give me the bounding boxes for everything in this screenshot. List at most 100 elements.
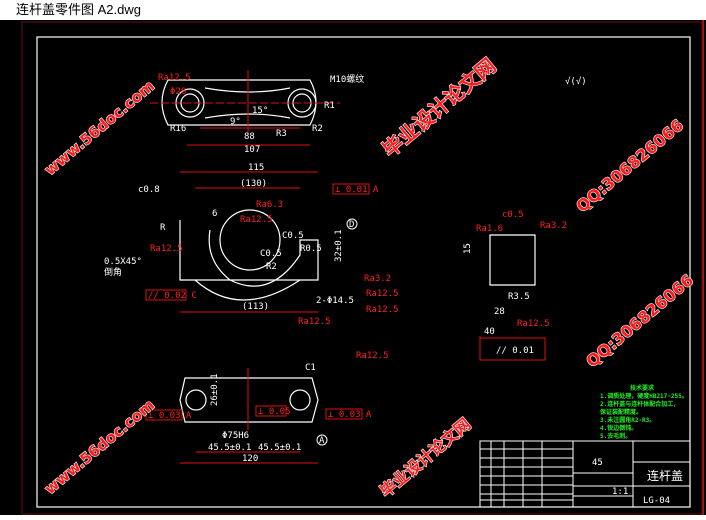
dim-text: 107 — [244, 145, 260, 155]
drawing-text: 3.未注圆角R2-R3。 — [600, 416, 655, 424]
roughness-text: Ra3.2 — [540, 221, 567, 231]
datum-circle — [316, 434, 328, 446]
drawing-line — [219, 209, 281, 271]
dim-text: 9° — [230, 117, 241, 127]
tolerance-frame: ⊥ 0.05 — [258, 407, 291, 417]
dim-text: 6 — [212, 209, 217, 219]
dim-text: 15 — [463, 243, 473, 254]
drawing-line — [145, 409, 183, 421]
dim-text: R3.5 — [508, 292, 530, 302]
top-view: Φ28 R16 R2 R1 15° 9° 88 107 R3 Ra12.5 M1… — [150, 70, 364, 155]
dim-text: (113) — [242, 302, 269, 312]
dim-text: 115 — [248, 163, 264, 173]
drawing-text: 1.调质处理，硬度HB217-255。 — [600, 392, 688, 400]
drawing-line — [161, 79, 317, 126]
bottom-view: 45.5±0.1 45.5±0.1 120 Φ75H6 C1 26±0.1 A … — [145, 351, 389, 464]
drawing-text: 5.去毛刺。 — [600, 432, 631, 440]
surface-finish-symbol: √(√) — [565, 76, 587, 87]
dim-text: c0.5 — [502, 210, 524, 220]
dim-text: R2 — [312, 124, 323, 134]
sheet-border — [21, 21, 703, 515]
dim-text: Φ28 — [170, 87, 186, 97]
note-text: 倒角 — [104, 266, 122, 278]
drawing-line — [479, 337, 546, 361]
dim-text: 45.5±0.1 — [208, 443, 251, 453]
dim-text: 120 — [242, 454, 258, 464]
scale-text: 1:1 — [612, 487, 628, 497]
drawing-line — [325, 408, 363, 420]
dim-text: 40 — [484, 327, 495, 337]
dim-text: R16 — [170, 124, 186, 134]
tolerance-frame: ⊥ 0.03 A — [328, 410, 372, 420]
dim-text: c0.8 — [138, 185, 160, 195]
drawing-number-text: LG-04 — [643, 496, 670, 506]
dim-text: C0.5 — [282, 231, 304, 241]
watermark-text: QQ:306826066 — [572, 116, 687, 217]
title-block — [479, 440, 691, 508]
dim-text: 45.5±0.1 — [258, 443, 301, 453]
roughness-text: Ra6.3 — [256, 200, 283, 210]
drawing-line — [179, 220, 319, 287]
watermark-text: www.56doc.com — [41, 396, 158, 498]
window-title: 连杆盖零件图 A2.dwg — [16, 2, 141, 17]
drawing-text: 保证装配精度。 — [599, 408, 642, 416]
tolerance-frame: ⊥ 0.01 A — [335, 185, 379, 195]
roughness-text: Ra12.5 — [356, 351, 389, 361]
note-text: M10螺纹 — [330, 73, 364, 85]
dim-text: R3 — [276, 129, 287, 139]
side-view: 15 28 40 R3.5 c0.5 Ra1.6 Ra12.5 Ra3.2 //… — [463, 210, 567, 361]
watermark-text: www.56doc.com — [41, 77, 158, 179]
dim-text: (130) — [240, 179, 267, 189]
watermark-text: QQ:306826066 — [582, 271, 697, 372]
roughness-text: Ra12.5 — [298, 317, 331, 327]
drawing-line — [185, 389, 207, 411]
datum-circle — [346, 218, 358, 230]
dim-text: 0.5X45° — [104, 257, 142, 267]
cad-drawing-canvas[interactable]: Φ28 R16 R2 R1 15° 9° 88 107 R3 Ra12.5 M1… — [0, 20, 706, 515]
drawing-line — [289, 389, 311, 411]
drawing-line — [204, 87, 291, 119]
tech-notes: 技术要求 1.调质处理，硬度HB217-255。 2.连杆盖与连杆体配合加工， … — [599, 384, 688, 440]
dim-text: C1 — [305, 363, 316, 373]
tolerance-frame: // 0.01 — [496, 346, 534, 356]
dim-text: 26±0.1 — [210, 373, 220, 406]
drawing-line — [194, 279, 301, 301]
drawing-line — [255, 405, 287, 417]
dim-text: R1 — [324, 101, 335, 111]
datum-label: A — [319, 436, 325, 446]
drawing-text: 技术要求 — [630, 384, 655, 392]
window-title-bar: 连杆盖零件图 A2.dwg — [0, 0, 706, 20]
dim-text: 15° — [252, 106, 268, 116]
drawing-line — [145, 289, 187, 301]
dim-text: 28 — [494, 307, 505, 317]
material-text: 45 — [592, 458, 603, 468]
cad-drawing[interactable]: Φ28 R16 R2 R1 15° 9° 88 107 R3 Ra12.5 M1… — [0, 20, 706, 515]
dim-text: 88 — [244, 132, 255, 142]
roughness-text: Ra12.5 — [150, 244, 183, 254]
datum-label: D — [349, 220, 354, 230]
watermark-text: 毕业设计论文网 — [378, 53, 501, 161]
dim-text: 2-Φ14.5 — [316, 296, 354, 306]
roughness-text: Ra12.5 — [366, 305, 399, 315]
roughness-text: Ra12.5 — [240, 215, 273, 225]
drawing-text: 4.锐边倒钝。 — [600, 424, 637, 432]
dim-text: R — [160, 223, 166, 233]
drawing-line — [489, 234, 536, 286]
dim-text: Φ75H6 — [222, 431, 249, 441]
drawing-frame — [36, 36, 691, 508]
dim-text: 32±0.1 — [334, 229, 344, 262]
roughness-text: Ra3.2 — [364, 274, 391, 284]
roughness-text: Ra12.5 — [366, 289, 399, 299]
dim-text: R2 — [266, 262, 277, 272]
part-name-text: 连杆盖 — [647, 468, 683, 483]
drawing-text: 2.连杆盖与连杆体配合加工， — [600, 400, 679, 408]
dim-text: R0.5 — [300, 244, 322, 254]
drawing-line — [479, 440, 691, 508]
dim-text: C0.5 — [260, 249, 282, 259]
tolerance-frame: ⊥ 0.03 A — [148, 411, 192, 421]
tolerance-frame: // 0.02 C — [148, 291, 197, 301]
watermark-text: 毕业设计论文网 — [376, 415, 474, 502]
roughness-text: Ra12.5 — [517, 319, 550, 329]
front-view: 115 (130) c0.8 C0.5 C0.5 R0.5 R2 32±0.1 … — [104, 163, 399, 327]
drawing-line — [332, 183, 370, 195]
